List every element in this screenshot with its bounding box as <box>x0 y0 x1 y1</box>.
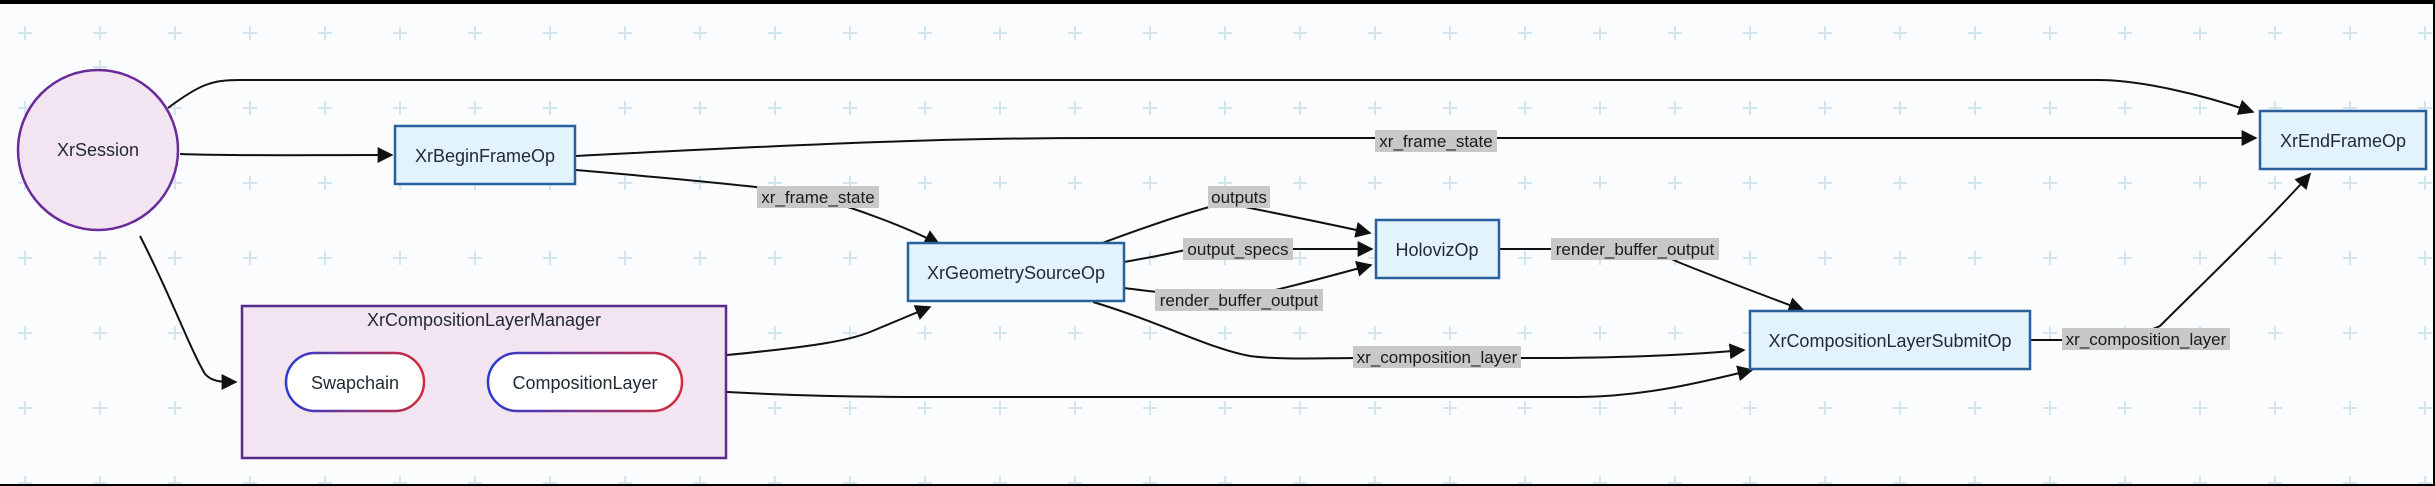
svg-text:HolovizOp: HolovizOp <box>1395 240 1478 260</box>
edge-session-to-end-frame <box>167 79 2255 115</box>
svg-text:Swapchain: Swapchain <box>311 373 399 393</box>
edge-begin-to-end-frame <box>575 130 2258 157</box>
svg-text:outputs: outputs <box>1211 188 1267 207</box>
node-xr-end-frame-op[interactable]: XrEndFrameOp <box>2258 109 2428 171</box>
svg-text:XrEndFrameOp: XrEndFrameOp <box>2280 131 2406 151</box>
edge-labels: xr_frame_state xr_frame_state outputs ou… <box>757 130 2230 368</box>
edge-label-geometry-outputs: outputs <box>1208 186 1270 208</box>
svg-text:xr_composition_layer: xr_composition_layer <box>1357 348 1518 367</box>
svg-text:XrCompositionLayerSubmitOp: XrCompositionLayerSubmitOp <box>1768 331 2011 351</box>
node-xr-begin-frame-op[interactable]: XrBeginFrameOp <box>393 124 577 186</box>
edge-label-holoviz-render-buffer-output: render_buffer_output <box>1551 238 1719 260</box>
svg-text:render_buffer_output: render_buffer_output <box>1160 291 1319 310</box>
edge-session-to-manager <box>139 235 238 390</box>
edge-label-geometry-output-specs: output_specs <box>1183 238 1293 260</box>
flow-diagram: xr_frame_state xr_frame_state outputs ou… <box>16 68 2428 460</box>
edge-label-begin-to-geometry: xr_frame_state <box>757 186 879 208</box>
node-holoviz-op[interactable]: HolovizOp <box>1374 218 1501 280</box>
svg-text:xr_frame_state: xr_frame_state <box>1379 132 1492 151</box>
node-xr-composition-layer-submit-op[interactable]: XrCompositionLayerSubmitOp <box>1748 309 2032 371</box>
svg-text:xr_frame_state: xr_frame_state <box>761 188 874 207</box>
node-xr-session[interactable]: XrSession <box>16 68 180 232</box>
svg-text:XrBeginFrameOp: XrBeginFrameOp <box>415 146 555 166</box>
edges <box>139 79 2312 398</box>
edge-geometry-to-submit <box>1092 301 1746 360</box>
svg-text:XrGeometrySourceOp: XrGeometrySourceOp <box>927 263 1105 283</box>
svg-text:output_specs: output_specs <box>1187 240 1288 259</box>
node-xr-geometry-source-op[interactable]: XrGeometrySourceOp <box>906 241 1126 303</box>
edge-label-submit-composition-layer: xr_composition_layer <box>2062 328 2230 350</box>
edge-manager-to-geometry <box>726 305 932 356</box>
svg-text:XrSession: XrSession <box>57 140 139 160</box>
edge-label-begin-to-end: xr_frame_state <box>1375 130 1497 152</box>
node-swapchain[interactable]: Swapchain <box>284 351 426 413</box>
edge-label-geometry-composition-layer: xr_composition_layer <box>1353 346 1521 368</box>
svg-text:render_buffer_output: render_buffer_output <box>1556 240 1715 259</box>
svg-text:CompositionLayer: CompositionLayer <box>512 373 657 393</box>
diagram-canvas: xr_frame_state xr_frame_state outputs ou… <box>0 4 2433 484</box>
edge-session-to-begin-frame <box>179 147 394 164</box>
edge-submit-to-end-frame <box>2031 172 2312 341</box>
edge-label-geometry-render-buffer-output: render_buffer_output <box>1155 289 1323 311</box>
svg-text:xr_composition_layer: xr_composition_layer <box>2066 330 2227 349</box>
node-composition-layer[interactable]: CompositionLayer <box>486 351 684 413</box>
edge-manager-to-submit <box>726 365 1754 398</box>
svg-text:XrCompositionLayerManager: XrCompositionLayerManager <box>367 310 601 330</box>
